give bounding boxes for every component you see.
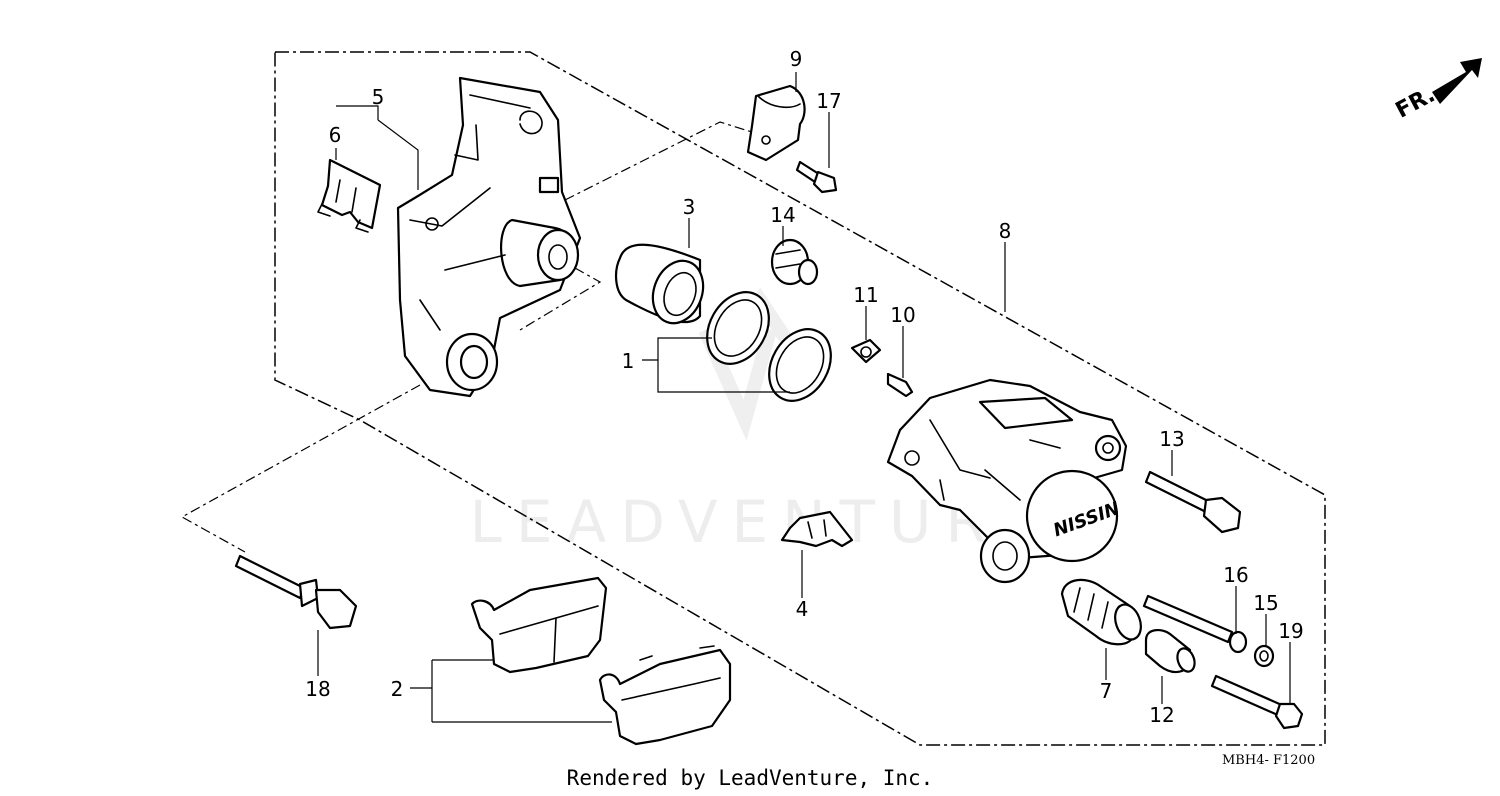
- callout-12: 12: [1149, 703, 1174, 727]
- callout-8: 8: [999, 219, 1012, 243]
- front-direction-label: FR.: [1392, 82, 1440, 123]
- caliper-body: NISSIN: [886, 378, 1128, 584]
- callout-14: 14: [770, 203, 795, 227]
- assembly-outline: [180, 51, 1326, 746]
- piston: [614, 243, 705, 325]
- callout-15: 15: [1253, 591, 1278, 615]
- callout-6: 6: [329, 123, 342, 147]
- callout-16: 16: [1223, 563, 1248, 587]
- callout-11: 11: [853, 283, 878, 307]
- footer-credit: Rendered by LeadVenture, Inc.: [567, 766, 934, 790]
- pad-clip: [780, 510, 854, 548]
- callout-1: 1: [622, 349, 635, 373]
- front-direction-arrow-icon: FR.: [1392, 58, 1482, 124]
- callout-4: 4: [796, 597, 809, 621]
- pin-nut: [1253, 644, 1275, 668]
- piston-seals: [706, 291, 832, 402]
- drawing-code: MBH4- F1200: [1222, 753, 1315, 768]
- callout-2: 2: [391, 677, 404, 701]
- callout-7: 7: [1100, 679, 1113, 703]
- bleeder-screw-10: [886, 372, 914, 398]
- callout-10: 10: [890, 303, 915, 327]
- collar: [1144, 628, 1196, 674]
- pin-bolt: [1144, 470, 1242, 534]
- bleeder-screw-11: [850, 338, 882, 364]
- callout-18: 18: [305, 677, 330, 701]
- brake-pads: [470, 576, 732, 746]
- leader-lines: [317, 72, 1291, 723]
- callout-5: 5: [372, 85, 385, 109]
- slide-boot: [1060, 578, 1142, 646]
- caliper-bracket: [396, 76, 582, 398]
- callout-17: 17: [816, 89, 841, 113]
- slide-pin: [1142, 594, 1248, 654]
- bracket-bolt: [234, 554, 358, 630]
- pad-spring: [317, 158, 382, 233]
- retainer-bolt: [795, 160, 838, 194]
- callout-13: 13: [1159, 427, 1184, 451]
- pad-retainer: [746, 84, 806, 162]
- callout-3: 3: [683, 195, 696, 219]
- callout-labels: 1 2 3 4 5 6 7 8 9 10 11 12 13 14 15 16 1…: [305, 47, 1303, 727]
- callout-9: 9: [790, 47, 803, 71]
- bolt-19: [1210, 674, 1304, 730]
- bleeder-cap: [770, 238, 819, 286]
- callout-19: 19: [1278, 619, 1303, 643]
